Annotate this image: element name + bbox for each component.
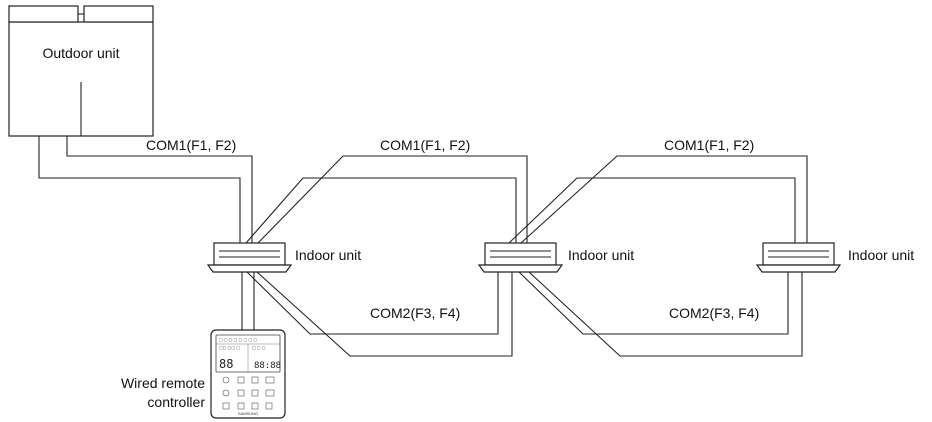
com1-label-2: COM1(F1, F2) (380, 137, 470, 153)
svg-text:▢ ▢ ▢ ▢ ▢ ▢ ▢ ▢: ▢ ▢ ▢ ▢ ▢ ▢ ▢ ▢ (219, 337, 257, 342)
indoor-unit-2: Indoor unit (477, 242, 634, 273)
com1-wiring (38, 136, 808, 244)
indoor-unit-3: Indoor unit (755, 242, 914, 273)
indoor-unit-1-label: Indoor unit (295, 247, 361, 263)
svg-text:88:88: 88:88 (254, 361, 281, 371)
svg-text:▢▢ ▢▢ ▢: ▢▢ ▢▢ ▢ (219, 345, 240, 350)
com2-label-2: COM2(F3, F4) (669, 305, 759, 321)
indoor-unit-2-label: Indoor unit (568, 247, 634, 263)
outdoor-unit: Outdoor unit (8, 5, 154, 137)
com2-wiring (241, 271, 803, 357)
indoor-unit-1: Indoor unit (206, 242, 361, 273)
remote-display-digits: 88 (219, 357, 233, 371)
outdoor-unit-label: Outdoor unit (42, 45, 119, 61)
remote-brand: SAMSUNG (238, 411, 258, 416)
svg-text:▢ ▢ ▢: ▢ ▢ ▢ (252, 345, 266, 350)
wired-remote-controller: ▢ ▢ ▢ ▢ ▢ ▢ ▢ ▢ ▢▢ ▢▢ ▢ ▢ ▢ ▢ 88 88:88 S… (121, 329, 286, 419)
remote-label-line2: controller (147, 394, 205, 410)
remote-label-line1: Wired remote (121, 375, 205, 391)
com1-label-3: COM1(F1, F2) (664, 137, 754, 153)
remote-buttons (222, 376, 275, 410)
indoor-unit-3-label: Indoor unit (848, 247, 914, 263)
com2-label-1: COM2(F3, F4) (370, 305, 460, 321)
com1-label-1: COM1(F1, F2) (146, 137, 236, 153)
